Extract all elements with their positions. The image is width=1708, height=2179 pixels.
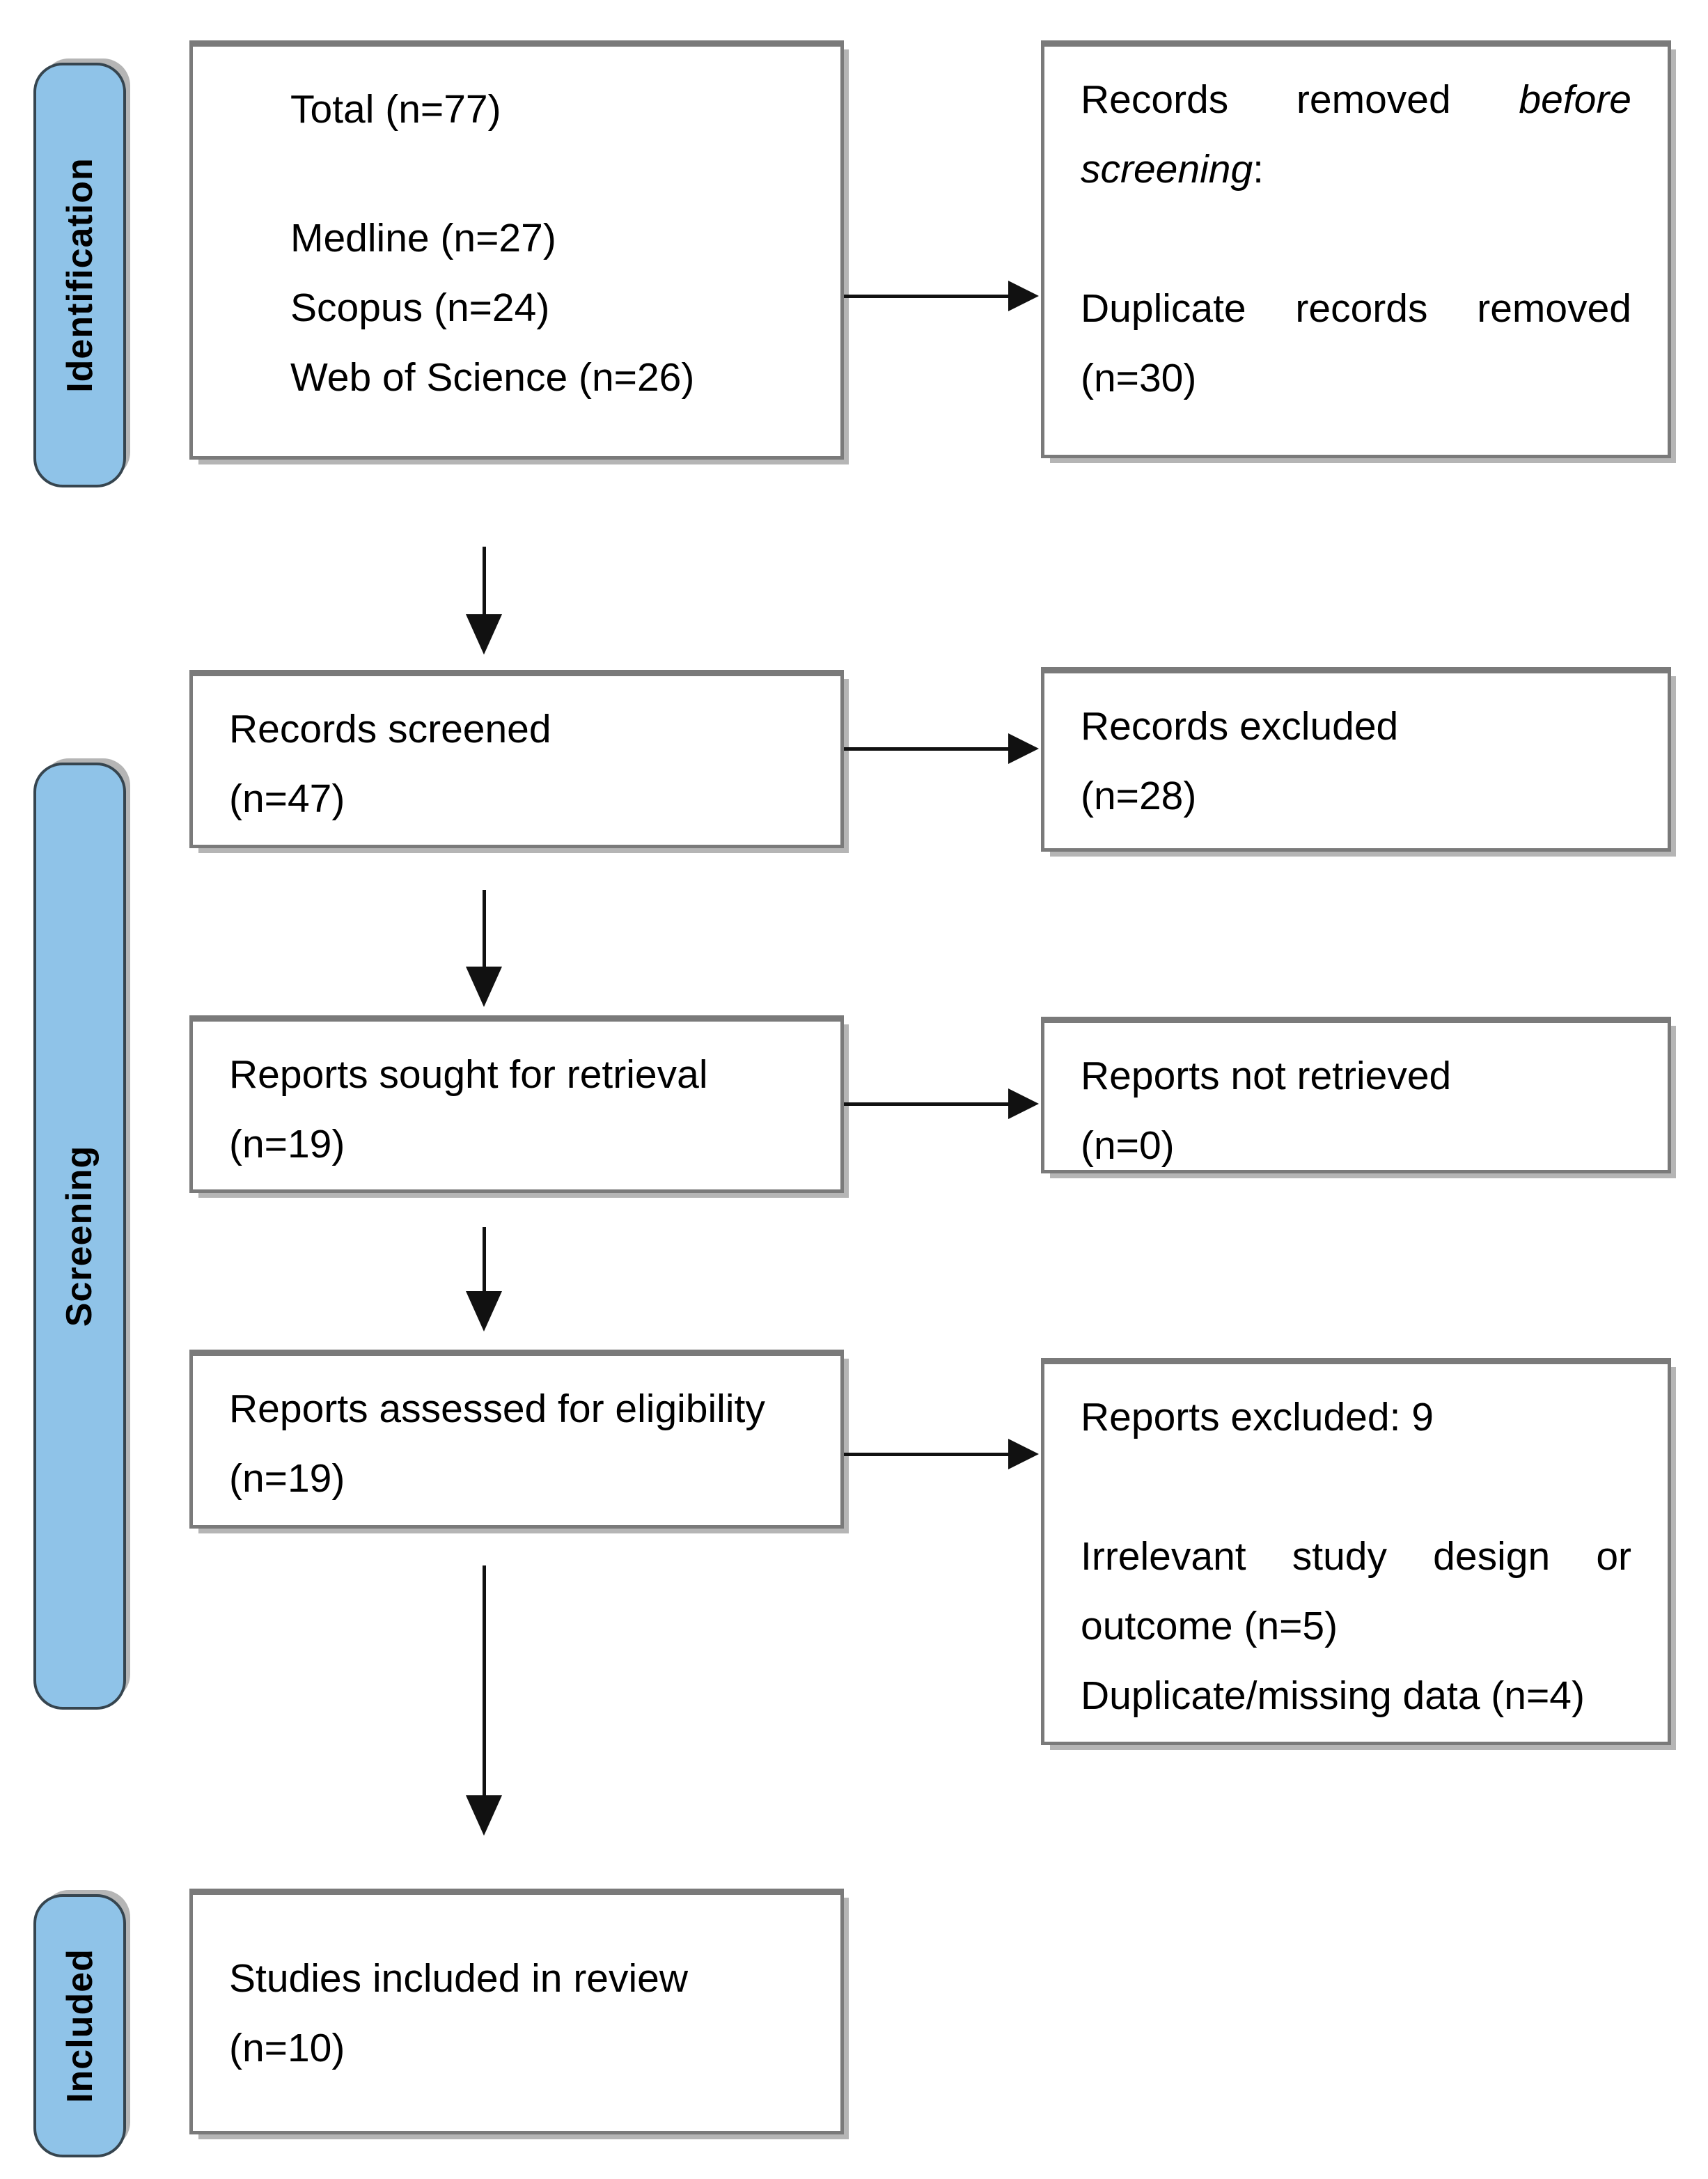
box-line: (n=0) (1081, 1123, 1175, 1168)
box-reports-assessed: Reports assessed for eligibility (n=19) (189, 1350, 844, 1529)
box-line: (n=19) (229, 1122, 345, 1166)
arrow-right-2-head (1008, 733, 1039, 764)
box-identification-sources: Total (n=77) Medline (n=27) Scopus (n=24… (189, 40, 844, 460)
arrow-down-4-head (466, 1795, 502, 1836)
stage-label-screening: Screening (59, 1145, 100, 1327)
box-line: (n=28) (1081, 774, 1197, 818)
box-line: Reports not retrieved (1081, 1054, 1452, 1098)
box-line: (n=19) (229, 1456, 345, 1501)
box-line: screening: (1081, 134, 1631, 204)
arrow-down-3-line (483, 1227, 486, 1291)
arrow-down-3-head (466, 1291, 502, 1331)
box-line: Reports assessed for eligibility (229, 1387, 765, 1431)
arrow-right-3-line (844, 1102, 1008, 1106)
arrow-down-1-line (483, 547, 486, 614)
box-line: Medline (n=27) (290, 216, 556, 260)
box-records-screened: Records screened (n=47) (189, 670, 844, 848)
box-line: Reports excluded: 9 (1081, 1395, 1434, 1439)
blank-line (1081, 204, 1631, 274)
stage-label-identification: Identification (59, 157, 100, 393)
stage-label-included: Included (59, 1948, 100, 2103)
arrow-down-2-line (483, 890, 486, 967)
box-line: outcome (n=5) (1081, 1604, 1338, 1648)
blank-line (290, 144, 804, 203)
box-line: Records excluded (1081, 704, 1399, 749)
box-reports-excluded: Reports excluded: 9 Irrelevant study des… (1041, 1358, 1671, 1745)
box-line: Reports sought for retrieval (229, 1052, 708, 1097)
arrow-right-4-head (1008, 1439, 1039, 1469)
stage-bar-included: Included (33, 1894, 126, 2157)
box-reports-sought: Reports sought for retrieval (n=19) (189, 1015, 844, 1193)
stage-bar-screening: Screening (33, 763, 126, 1710)
arrow-right-3-head (1008, 1088, 1039, 1119)
arrow-down-4-line (483, 1565, 486, 1795)
box-line: Web of Science (n=26) (290, 355, 695, 400)
box-line: Records removed before (1081, 65, 1631, 134)
box-line-italic-text: screening (1081, 147, 1253, 192)
arrow-down-2-head (466, 967, 502, 1007)
box-reports-not-retrieved: Reports not retrieved (n=0) (1041, 1017, 1671, 1173)
box-records-excluded: Records excluded (n=28) (1041, 667, 1671, 852)
box-studies-included: Studies included in review (n=10) (189, 1889, 844, 2134)
box-line-text: Records removed (1081, 77, 1519, 122)
arrow-right-1-head (1008, 281, 1039, 311)
box-line: (n=47) (229, 776, 345, 821)
box-line-italic-text: before (1519, 77, 1631, 122)
blank-line (1081, 1452, 1631, 1522)
arrow-right-1-line (844, 295, 1008, 298)
arrow-right-2-line (844, 747, 1008, 751)
box-line-text: : (1253, 147, 1264, 192)
box-line: (n=30) (1081, 356, 1197, 400)
box-line: Irrelevant study design or (1081, 1534, 1631, 1579)
box-line: Duplicate records removed (1081, 286, 1631, 331)
stage-bar-identification: Identification (33, 63, 126, 487)
box-line: Records screened (229, 707, 551, 751)
box-line: Total (n=77) (290, 87, 501, 132)
box-line: (n=10) (229, 2026, 345, 2070)
box-line: Studies included in review (229, 1956, 689, 2001)
arrow-down-1-head (466, 614, 502, 655)
box-line: Scopus (n=24) (290, 286, 550, 330)
box-records-removed: Records removed before screening: Duplic… (1041, 40, 1671, 458)
arrow-right-4-line (844, 1453, 1008, 1456)
box-line: Duplicate/missing data (n=4) (1081, 1673, 1585, 1718)
